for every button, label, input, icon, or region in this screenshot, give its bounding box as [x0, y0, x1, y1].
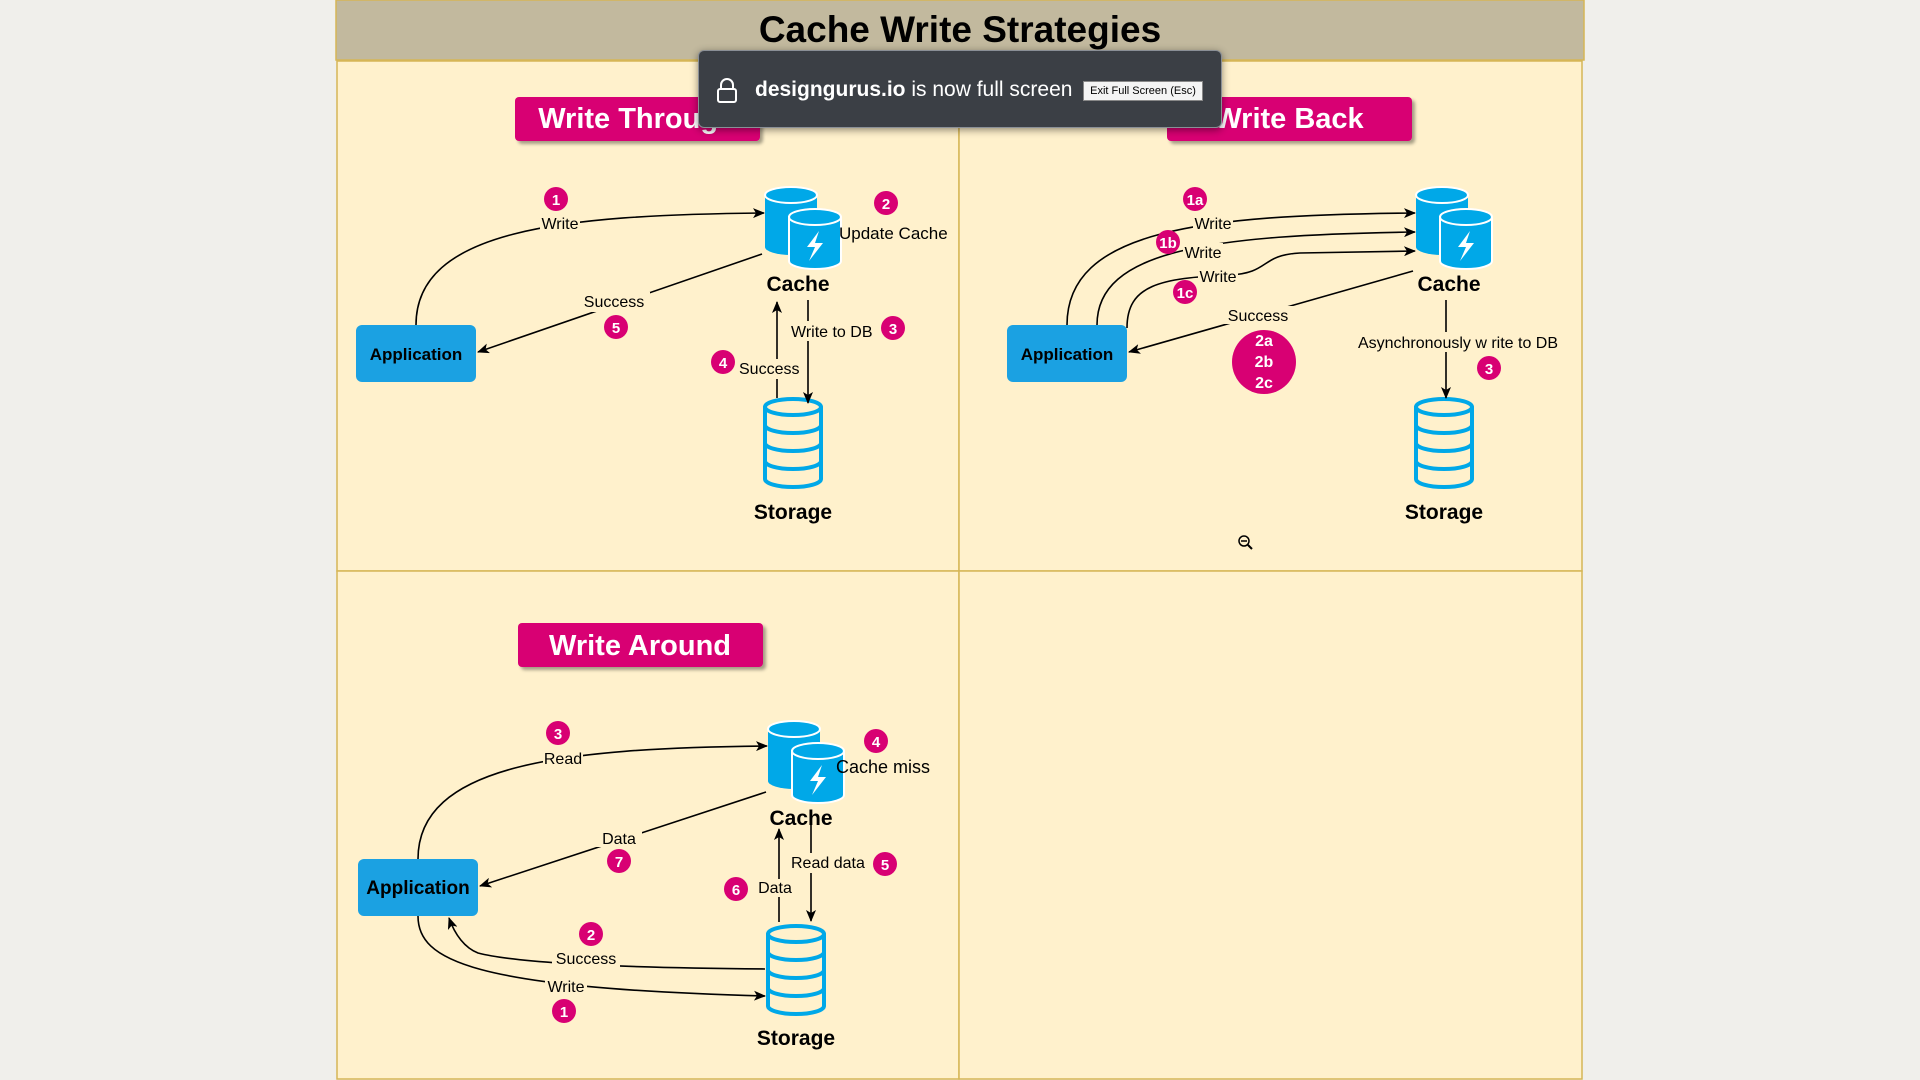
- write-around-diagram: Write Around Application Cache Storage R…: [358, 623, 930, 1050]
- fullscreen-notification: designgurus.io is now full screen Exit F…: [698, 50, 1222, 128]
- write-back-diagram: Write Back Application Cache Storage Wri…: [1007, 97, 1564, 550]
- step-badge: 5: [604, 315, 628, 339]
- fullscreen-domain: designgurus.io: [755, 78, 906, 101]
- edge-read: [417, 741, 768, 860]
- svg-text:1c: 1c: [1177, 285, 1194, 302]
- edge-label-success: Success: [1228, 308, 1288, 325]
- edge-label-read: Read: [544, 751, 582, 768]
- edge-label-write: Write: [547, 979, 584, 996]
- svg-text:2b: 2b: [1255, 354, 1274, 371]
- svg-text:5: 5: [881, 857, 889, 874]
- edge-label-write-b: Write: [1184, 245, 1221, 262]
- step-badge: 1: [552, 999, 576, 1023]
- heading-write-around: Write Around: [549, 630, 731, 662]
- edge-label-write-to-db: Write to DB: [791, 324, 873, 341]
- storage-label: Storage: [754, 501, 832, 524]
- svg-text:3: 3: [1485, 361, 1493, 378]
- step-badge: 4: [864, 729, 888, 753]
- svg-text:1: 1: [552, 192, 560, 209]
- step-badge: 3: [1477, 356, 1501, 380]
- edge-label-update-cache: Update Cache: [839, 224, 948, 243]
- step-badge: 1c: [1173, 280, 1197, 304]
- svg-text:1a: 1a: [1187, 192, 1204, 209]
- panel-write-through: [336, 60, 960, 572]
- svg-text:3: 3: [554, 726, 562, 743]
- write-through-diagram: Write Through Application Cache Storage …: [356, 97, 948, 524]
- edge-label-app-data: Data: [602, 831, 636, 848]
- step-badge: 1a: [1183, 187, 1207, 211]
- storage-label: Storage: [757, 1027, 835, 1050]
- step-badge: 2: [579, 922, 603, 946]
- step-badge: 2: [874, 191, 898, 215]
- cache-label: Cache: [769, 807, 832, 830]
- step-badge: 6: [724, 877, 748, 901]
- svg-text:4: 4: [719, 355, 728, 372]
- application-node: [1007, 325, 1127, 382]
- fullscreen-text: is now full screen: [911, 78, 1073, 101]
- svg-text:5: 5: [612, 320, 620, 337]
- svg-text:2: 2: [587, 927, 595, 944]
- svg-text:6: 6: [732, 882, 740, 899]
- edge-label-storage-data: Data: [758, 880, 792, 897]
- fullscreen-message: designgurus.io is now full screen: [755, 51, 1072, 129]
- edge-write: [417, 915, 766, 1001]
- step-badge: 4: [711, 350, 735, 374]
- edge-label-write-a: Write: [1194, 216, 1231, 233]
- heading-write-around-box: [518, 623, 763, 667]
- edge-write-b: [1096, 227, 1416, 326]
- edge-label-app-success: Success: [584, 294, 644, 311]
- step-badge: 7: [607, 849, 631, 873]
- zoom-out-icon[interactable]: [1238, 535, 1253, 550]
- application-node: [356, 325, 476, 382]
- panel-empty: [958, 570, 1583, 1080]
- edge-label-cache-miss: Cache miss: [836, 757, 930, 777]
- edge-label-read-data: Read data: [791, 855, 865, 872]
- cache-label: Cache: [1417, 273, 1480, 296]
- svg-text:4: 4: [872, 734, 881, 751]
- storage-label: Storage: [1405, 501, 1483, 524]
- step-badge: 1b: [1156, 230, 1180, 254]
- step-badge: 3: [546, 721, 570, 745]
- svg-text:7: 7: [615, 854, 623, 871]
- cache-label: Cache: [766, 273, 829, 296]
- application-label: Application: [366, 878, 469, 899]
- svg-text:2a: 2a: [1255, 333, 1273, 350]
- heading-write-back-box: [1167, 97, 1412, 141]
- svg-text:3: 3: [889, 321, 897, 338]
- svg-text:2c: 2c: [1255, 375, 1273, 392]
- step-badge: 5: [873, 852, 897, 876]
- edge-label-storage-success: Success: [739, 361, 799, 378]
- application-label: Application: [1021, 345, 1114, 364]
- application-node: [358, 859, 478, 916]
- svg-text:2: 2: [882, 196, 890, 213]
- step-badge-group: 2a 2b 2c: [1232, 330, 1296, 394]
- edge-label-write: Write: [541, 216, 578, 233]
- step-badge: 1: [544, 187, 568, 211]
- step-badge: 3: [881, 316, 905, 340]
- edge-write: [415, 208, 765, 326]
- edge-label-write-c: Write: [1199, 269, 1236, 286]
- exit-fullscreen-button[interactable]: Exit Full Screen (Esc): [1083, 81, 1203, 101]
- svg-text:1b: 1b: [1159, 235, 1177, 252]
- application-label: Application: [370, 345, 463, 364]
- edge-label-storage-success: Success: [556, 951, 616, 968]
- svg-text:1: 1: [560, 1004, 568, 1021]
- edge-storage-success: [447, 917, 766, 970]
- edge-label-async-write: Asynchronously w rite to DB: [1358, 335, 1558, 352]
- lock-icon: [717, 78, 737, 103]
- page-title: Cache Write Strategies: [759, 9, 1161, 50]
- heading-write-back: Write Back: [1214, 103, 1364, 135]
